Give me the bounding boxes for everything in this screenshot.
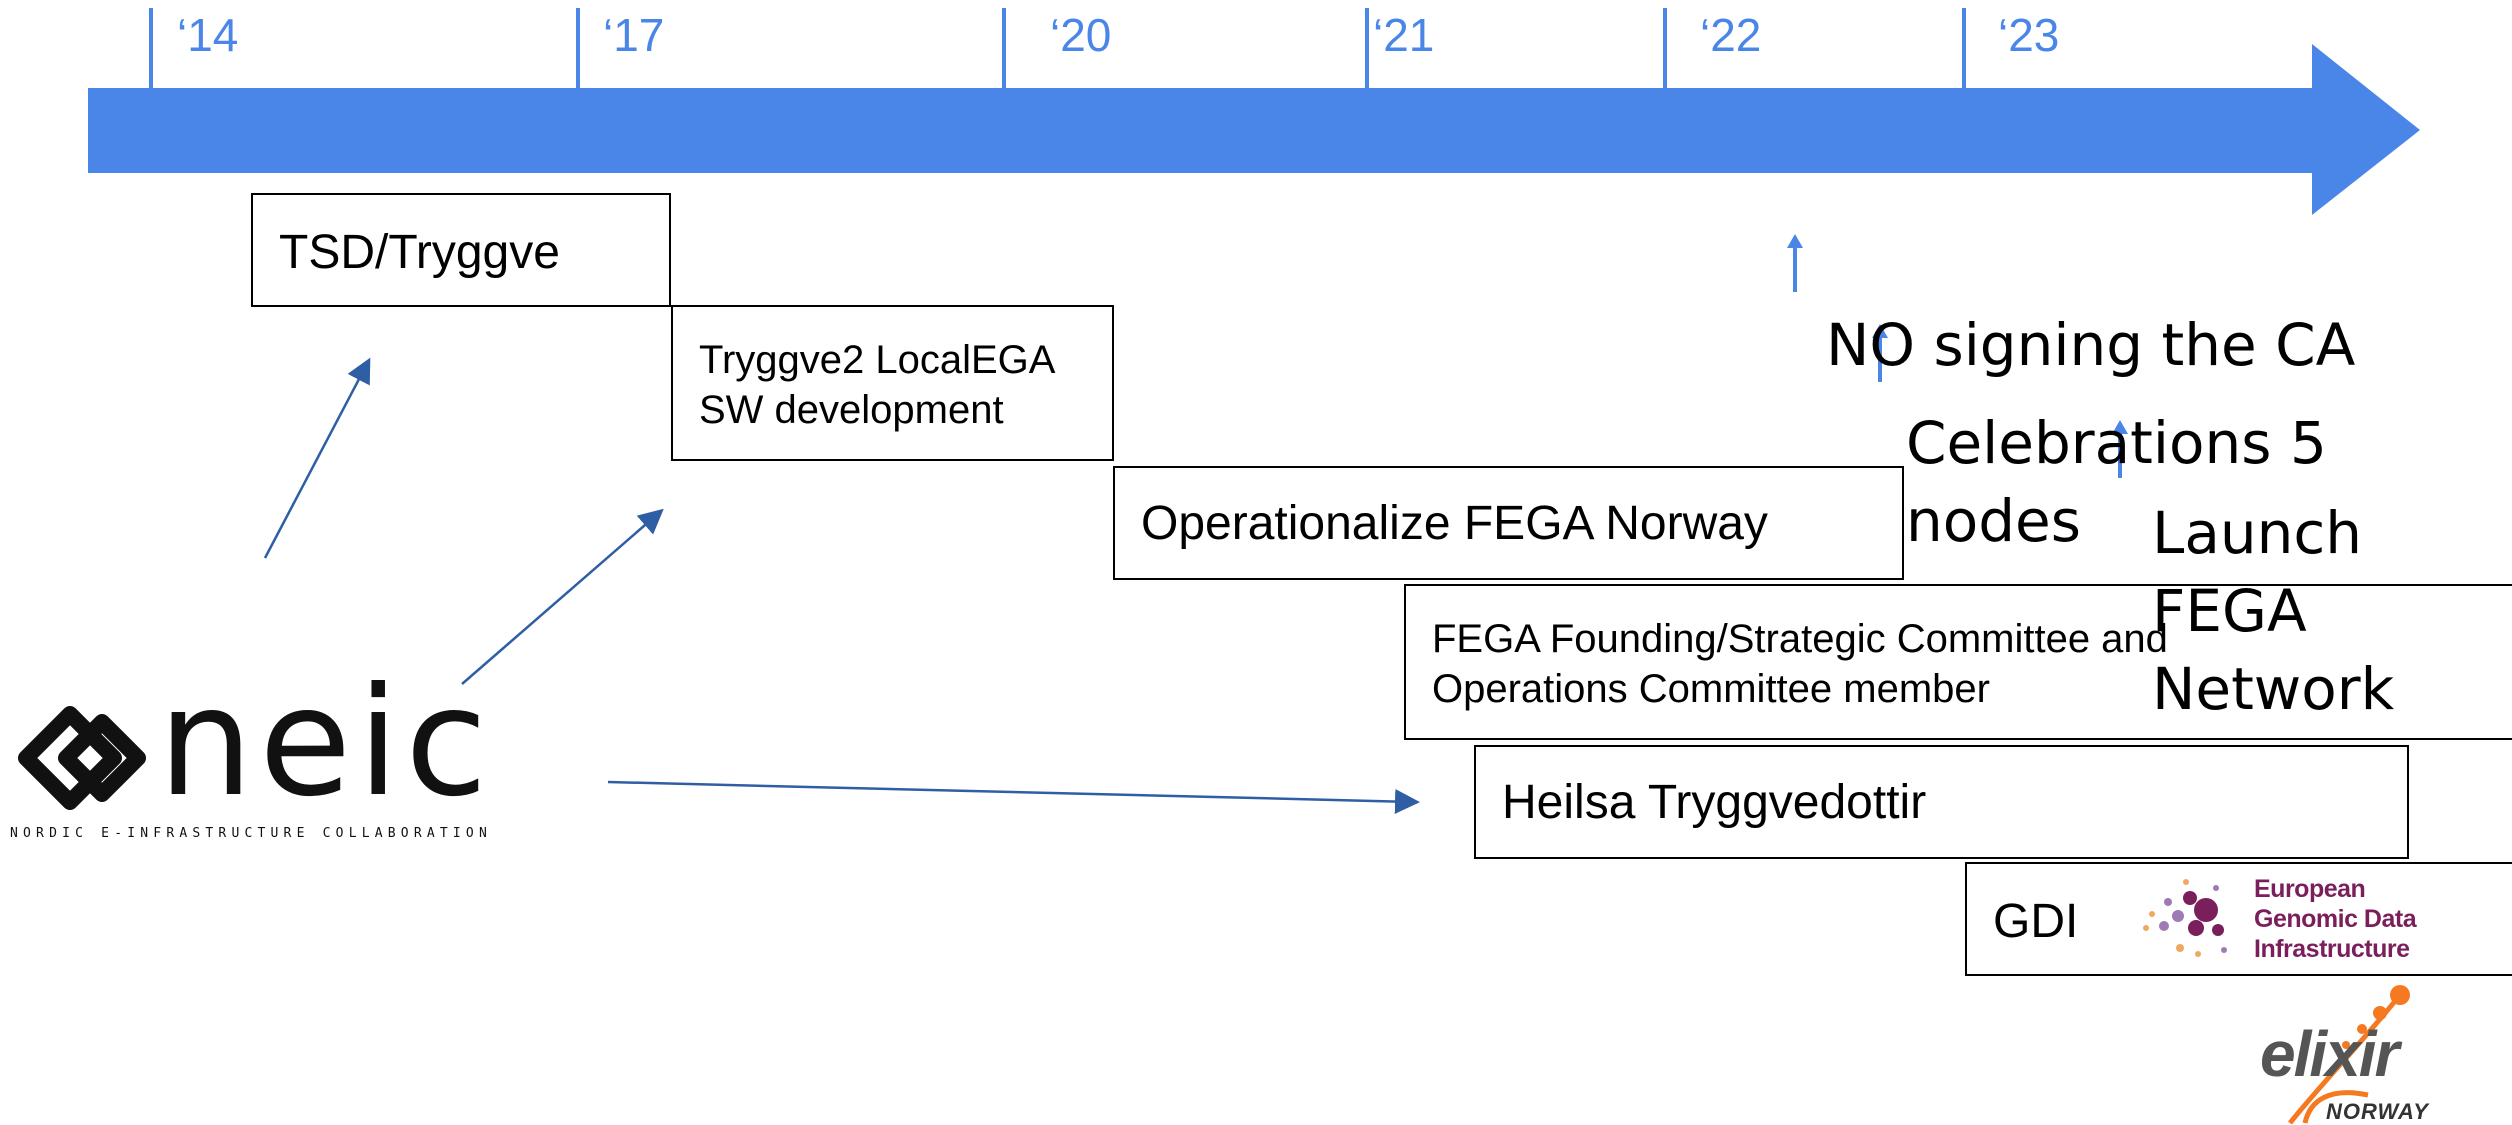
year-label-22: ‘22 xyxy=(1700,9,1762,61)
pointer-arrow-tryggve2 xyxy=(461,508,664,685)
milestone-launch-fega: Launch FEGA Network xyxy=(2152,416,2512,728)
up-arrow-launch xyxy=(2112,420,2128,478)
neic-logo-tagline: NORDIC E-INFRASTRUCTURE COLLABORATION xyxy=(10,826,492,841)
milestone-no-signing-label: NO signing the CA xyxy=(1826,311,2356,379)
box-tsd-tryggve-label: TSD/Tryggve xyxy=(279,226,560,279)
box-heilsa-tryggvedottir-label: Heilsa Tryggvedottir xyxy=(1502,776,1927,829)
up-arrow-celebrations xyxy=(1872,324,1888,382)
milestone-no-signing: NO signing the CA xyxy=(1826,228,2355,384)
box-fega-committee: FEGA Founding/Strategic Committee and Op… xyxy=(1404,584,2512,740)
elixir-logo-country: NORWAY xyxy=(2326,1099,2429,1124)
pointer-arrow-tsd xyxy=(263,357,371,559)
milestone-celebrations: Celebrations 5 nodes xyxy=(1906,326,2512,560)
box-heilsa-tryggvedottir: Heilsa Tryggvedottir xyxy=(1474,745,2409,859)
milestone-celebrations-label: Celebrations 5 nodes xyxy=(1906,409,2327,555)
elixir-logo-mark xyxy=(2288,985,2410,1124)
gdi-logo: European Genomic Data Infrastructure xyxy=(2128,868,2418,972)
box-tryggve2-localega: Tryggve2 LocalEGA SW development xyxy=(671,305,1114,461)
pointer-arrow-heilsa xyxy=(607,780,1420,815)
year-label-14: ‘14 xyxy=(177,9,239,61)
year-label-17: ‘17 xyxy=(603,9,665,61)
year-label-21: ‘21 xyxy=(1373,9,1435,61)
neic-logo-mark xyxy=(18,706,146,810)
box-fega-committee-label: FEGA Founding/Strategic Committee and Op… xyxy=(1432,617,2168,711)
milestone-launch-fega-label: Launch FEGA Network xyxy=(2152,499,2395,723)
year-label-20: ‘20 xyxy=(1050,9,1112,61)
box-tryggve2-localega-label: Tryggve2 LocalEGA SW development xyxy=(699,338,1056,432)
neic-logo-wordmark: neic xyxy=(158,656,494,830)
year-label-23: ‘23 xyxy=(1998,9,2060,61)
neic-logo: neic NORDIC E-INFRASTRUCTURE COLLABORATI… xyxy=(6,658,526,841)
gdi-logo-text: European Genomic Data Infrastructure xyxy=(2254,875,2417,963)
elixir-logo-wordmark: elixir xyxy=(2260,1018,2399,1090)
box-tsd-tryggve: TSD/Tryggve xyxy=(251,193,671,307)
timeline-arrow-shape xyxy=(88,44,2420,215)
elixir-norway-logo: elixir NORWAY xyxy=(2250,975,2512,1124)
gdi-logo-mark xyxy=(2143,879,2227,957)
up-arrow-no-signing xyxy=(1787,234,1803,292)
box-gdi-label: GDI xyxy=(1993,895,2079,948)
box-operationalize-fega: Operationalize FEGA Norway xyxy=(1113,466,1904,580)
box-operationalize-fega-label: Operationalize FEGA Norway xyxy=(1141,497,1768,550)
